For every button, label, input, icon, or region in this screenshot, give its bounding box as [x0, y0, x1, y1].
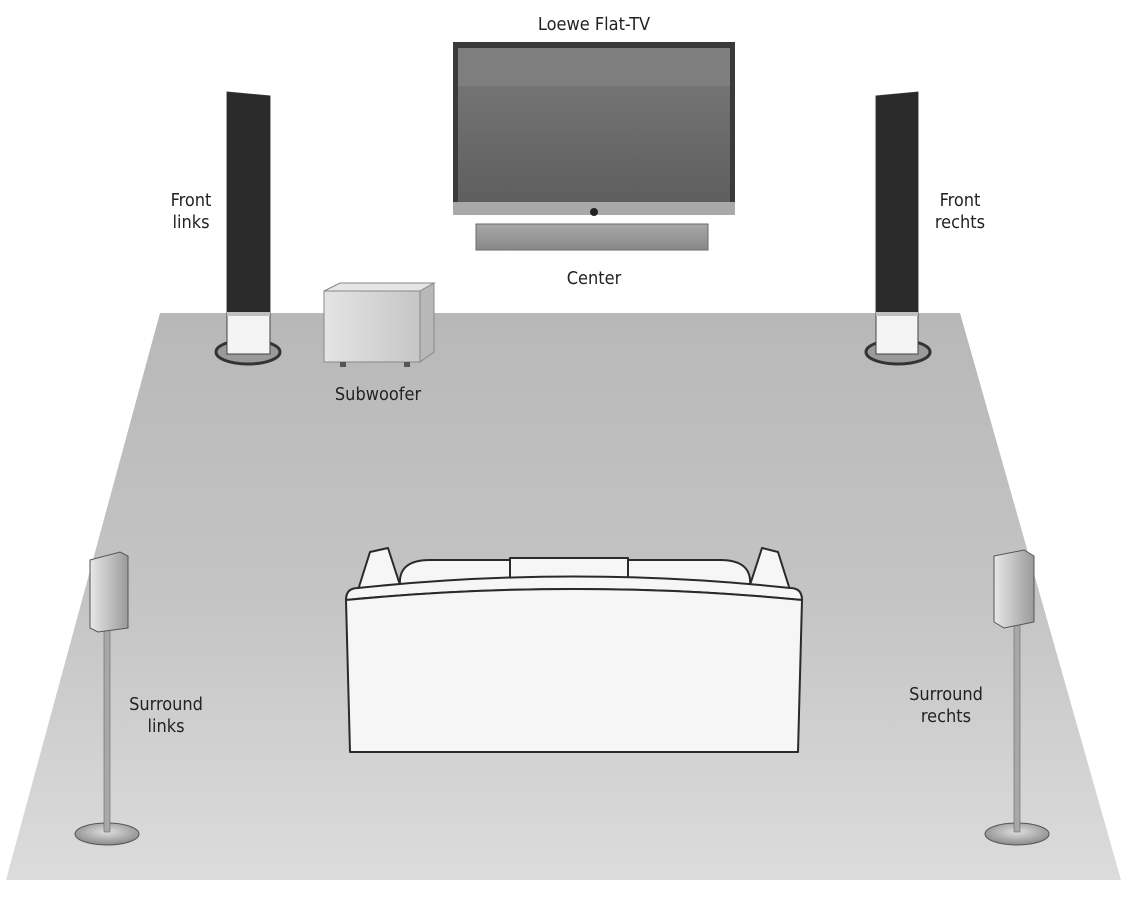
- surround-right-label-line2: rechts: [920, 706, 972, 727]
- front-right-label-line1: Front: [939, 190, 981, 211]
- surround-right-label-line1: Surround: [909, 684, 983, 705]
- center-speaker: [475, 223, 709, 251]
- surround-left-label: Surround links: [129, 694, 203, 738]
- surround-right-label: Surround rechts: [909, 684, 983, 728]
- tv-label: Loewe Flat-TV: [537, 14, 651, 35]
- surround-left-label-line2: links: [147, 716, 185, 737]
- front-left-label-line2: links: [172, 212, 210, 233]
- sofa: [345, 547, 803, 753]
- front-right-speaker: [864, 91, 932, 366]
- surround-right-speaker: [984, 549, 1050, 846]
- subwoofer-label: Subwoofer: [334, 384, 422, 405]
- front-left-label-line1: Front: [170, 190, 212, 211]
- front-right-label-line2: rechts: [934, 212, 986, 233]
- tv: [453, 42, 735, 216]
- surround-left-speaker: [74, 551, 140, 846]
- surround-left-label-line1: Surround: [129, 694, 203, 715]
- front-right-label: Front rechts: [935, 190, 985, 234]
- subwoofer: [323, 282, 436, 367]
- front-left-speaker: [214, 91, 282, 366]
- front-left-label: Front links: [171, 190, 212, 234]
- center-label: Center: [566, 268, 622, 289]
